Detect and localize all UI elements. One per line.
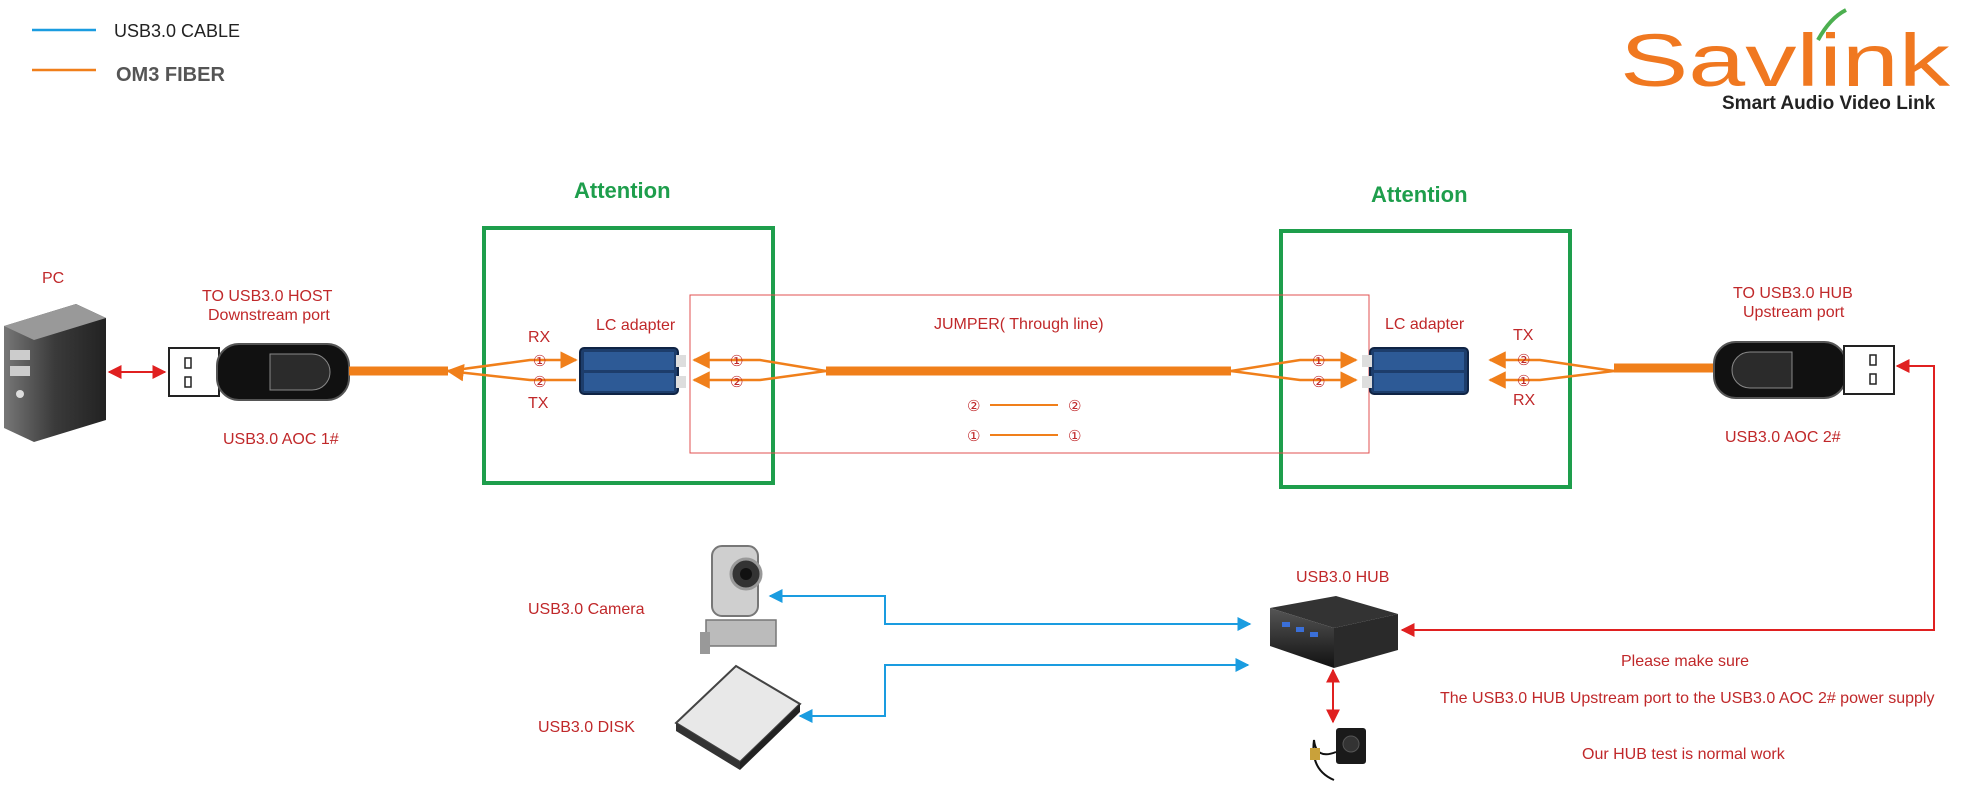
legend-usb-label: USB3.0 CABLE xyxy=(114,21,240,41)
hub-label: USB3.0 HUB xyxy=(1296,569,1389,586)
aoc2-hub-link xyxy=(1400,359,1935,637)
jumper-mark-2-right: ② xyxy=(1068,397,1081,415)
jumper-mark-2-left: ② xyxy=(967,397,980,415)
aoc1-top-line1: TO USB3.0 HOST xyxy=(202,288,333,305)
aoc1-tx-label: TX xyxy=(528,395,549,412)
note-line1: Please make sure xyxy=(1621,653,1749,670)
camera-hub-link xyxy=(768,589,1252,631)
aoc1-connector: TO USB3.0 HOST Downstream port USB3.0 AO… xyxy=(168,288,350,448)
power-adapter-icon xyxy=(1310,728,1366,781)
aoc2-tx-label: TX xyxy=(1513,327,1534,344)
aoc2-mark-2: ② xyxy=(1517,351,1530,369)
aoc1-mark-2: ② xyxy=(533,373,546,391)
aoc2-bottom-label: USB3.0 AOC 2# xyxy=(1725,429,1841,446)
aoc1-top-line2: Downstream port xyxy=(208,307,330,324)
lc-adapter-left: LC adapter xyxy=(579,317,686,395)
savlink-logo: Savlink Smart Audio Video Link xyxy=(1620,8,1951,114)
camera-label: USB3.0 Camera xyxy=(528,601,645,618)
jumper-mark-1-right: ① xyxy=(1068,427,1081,445)
note-line2: The USB3.0 HUB Upstream port to the USB3… xyxy=(1440,690,1934,707)
attention-right-label: Attention xyxy=(1371,182,1468,207)
jumper-mark-1-left: ① xyxy=(967,427,980,445)
jumper-label: JUMPER( Through line) xyxy=(934,316,1104,333)
aoc1-mark-1: ① xyxy=(533,352,546,370)
aoc2-rx-label: RX xyxy=(1513,392,1536,409)
aoc2-mark-1: ① xyxy=(1517,372,1530,390)
note-line3: Our HUB test is normal work xyxy=(1582,746,1786,763)
lc-right-mark-1: ① xyxy=(1312,352,1325,370)
usb-disk-icon: USB3.0 DISK xyxy=(538,664,802,770)
legend-fiber-label: OM3 FIBER xyxy=(116,64,225,86)
notes: Please make sure The USB3.0 HUB Upstream… xyxy=(1440,653,1934,763)
legend: USB3.0 CABLE OM3 FIBER xyxy=(32,21,240,86)
pc-label: PC xyxy=(42,270,64,287)
lc-left-mark-1: ① xyxy=(730,352,743,370)
lc-adapter-right: LC adapter xyxy=(1362,316,1469,395)
aoc1-rx-label: RX xyxy=(528,329,551,346)
logo-wordmark: Savlink xyxy=(1620,19,1951,102)
attention-box-left: Attention xyxy=(482,178,775,485)
usb-camera-icon: USB3.0 Camera xyxy=(528,545,777,654)
lc-right-mark-2: ② xyxy=(1312,373,1325,391)
aoc1-bottom-label: USB3.0 AOC 1# xyxy=(223,431,339,448)
leaf-icon xyxy=(1816,8,1847,41)
lc-right-label: LC adapter xyxy=(1385,316,1465,333)
aoc2-top-line1: TO USB3.0 HUB xyxy=(1733,285,1853,302)
aoc2-top-line2: Upstream port xyxy=(1743,304,1845,321)
pc-tower-icon: PC xyxy=(4,270,106,442)
disk-hub-link xyxy=(798,658,1250,723)
jumper-box: JUMPER( Through line) ② ② ① ① xyxy=(689,294,1370,454)
attention-left-label: Attention xyxy=(574,178,671,203)
logo-tagline: Smart Audio Video Link xyxy=(1722,93,1936,114)
lc-left-mark-2: ② xyxy=(730,373,743,391)
aoc2-connector: TO USB3.0 HUB Upstream port USB3.0 AOC 2… xyxy=(1713,285,1895,446)
disk-label: USB3.0 DISK xyxy=(538,719,635,736)
usb-hub-icon: USB3.0 HUB xyxy=(1270,569,1398,668)
lc-left-label: LC adapter xyxy=(596,317,676,334)
